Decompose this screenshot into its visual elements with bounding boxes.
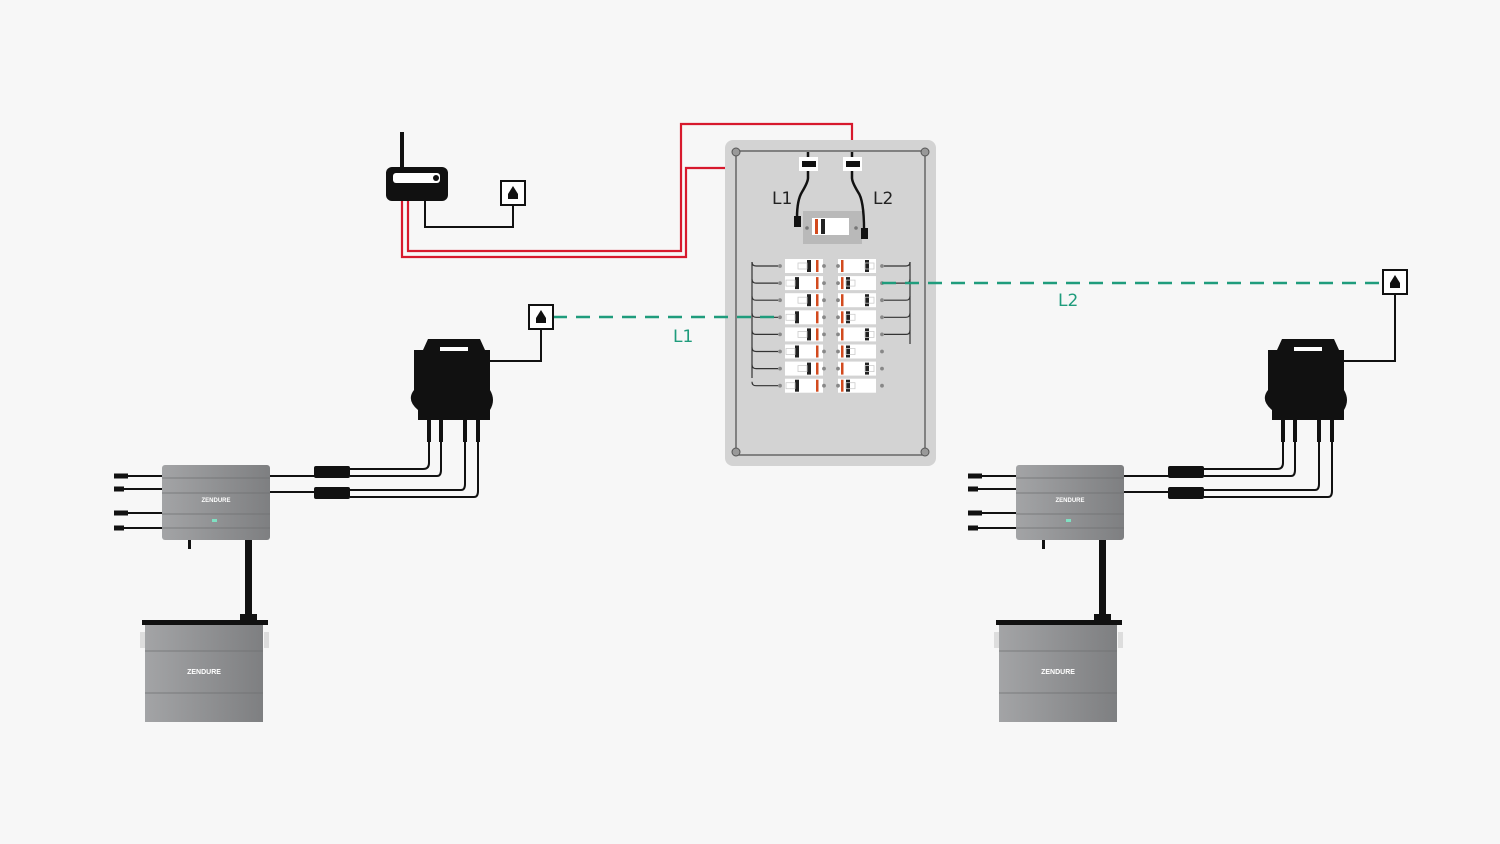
battery-cable	[1099, 540, 1106, 618]
wall-outlet-icon	[500, 180, 526, 206]
breaker	[838, 327, 876, 342]
brand-logo: ZENDURE	[1041, 669, 1075, 676]
breaker-row	[751, 259, 911, 273]
screw	[920, 147, 930, 157]
breaker	[838, 344, 876, 359]
dc-cables	[114, 442, 479, 531]
breaker-row	[751, 344, 884, 359]
brand-logo: ZENDURE	[1055, 498, 1084, 504]
panel-label-l2: L2	[873, 189, 893, 209]
breaker	[838, 259, 876, 273]
left-solar-system: ZENDURE ZENDURE	[114, 304, 554, 722]
wall-outlet-icon	[1382, 269, 1408, 295]
solar-hub-icon: ZENDURE	[1016, 465, 1124, 549]
breaker	[785, 310, 823, 325]
breaker	[838, 310, 876, 325]
status-led	[1066, 519, 1071, 522]
breaker	[785, 361, 823, 376]
mc4-connector	[1168, 466, 1204, 478]
circuit-label-l1: L1	[673, 327, 693, 347]
breaker	[785, 327, 823, 342]
screw	[731, 447, 741, 457]
circuit-label-l2: L2	[1058, 291, 1078, 311]
breaker-row	[751, 327, 911, 342]
brand-logo: ZENDURE	[201, 498, 230, 504]
micro-inverter-icon	[410, 339, 493, 442]
dc-cables	[968, 442, 1333, 531]
micro-inverter-icon	[1264, 339, 1347, 442]
outlet-cable	[1344, 294, 1396, 362]
router-icon	[386, 132, 514, 228]
status-led	[212, 519, 217, 522]
breaker	[838, 361, 876, 376]
breaker	[785, 259, 823, 273]
wall-outlet-icon	[528, 304, 554, 330]
screw	[920, 447, 930, 457]
mc4-connector	[314, 466, 350, 478]
breaker	[785, 293, 823, 308]
breaker	[838, 378, 876, 393]
breaker-row	[751, 293, 911, 308]
breaker-row	[751, 310, 911, 325]
panel-label-l1: L1	[772, 189, 792, 209]
battery-icon: ZENDURE	[994, 620, 1123, 722]
router-cable-l2	[406, 122, 854, 253]
outlet-cable	[490, 329, 542, 362]
mc4-connector	[314, 487, 350, 499]
breaker-panel: L1 L2	[725, 140, 936, 466]
breaker	[785, 344, 823, 359]
breaker	[785, 276, 823, 291]
solar-hub-icon: ZENDURE	[162, 465, 270, 549]
breaker	[838, 276, 876, 291]
mc4-connector	[1168, 487, 1204, 499]
breaker	[785, 378, 823, 393]
breaker-row	[751, 361, 884, 376]
breaker	[838, 293, 876, 308]
breaker-row	[751, 276, 911, 291]
brand-logo: ZENDURE	[187, 669, 221, 676]
battery-cable	[245, 540, 252, 618]
screw	[731, 147, 741, 157]
right-solar-system: ZENDURE ZENDURE	[968, 269, 1408, 722]
breaker-row	[751, 378, 884, 393]
battery-icon: ZENDURE	[140, 620, 269, 722]
